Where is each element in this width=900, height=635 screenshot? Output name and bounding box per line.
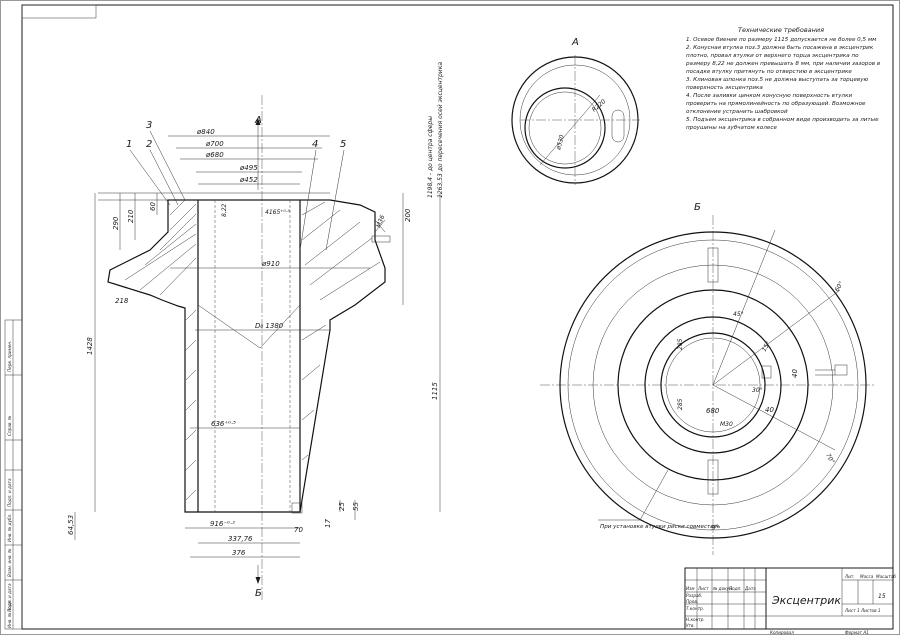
strip-label-3: Подп. и дата xyxy=(7,478,12,507)
tb-header-scale: Масштаб xyxy=(876,574,896,579)
section-label-top: А xyxy=(254,115,262,126)
view-b-285a: 285 xyxy=(677,338,684,350)
dim-d916: 916⁻⁰·² xyxy=(210,520,235,528)
dim-d910: ø910 xyxy=(261,260,280,268)
dim-v55: 55 xyxy=(352,502,360,511)
tb-sheet-number: 15 xyxy=(878,593,886,600)
dim-d337: 337,76 xyxy=(228,535,253,543)
tb-row-izm: Изм xyxy=(686,586,695,591)
strip-label-5: Взам. инв. № xyxy=(7,548,12,577)
dim-v4165: 4165⁺⁰·⁵ xyxy=(265,209,291,216)
view-b-285b: 285 xyxy=(677,398,684,410)
leader-4: 4 xyxy=(312,139,318,150)
dim-d700: ø700 xyxy=(205,140,224,148)
view-b-label: Б xyxy=(694,202,701,213)
dim-d376: 376 xyxy=(232,549,246,557)
view-b-30deg: 30° xyxy=(752,387,763,394)
tb-row-sign: Подп. xyxy=(729,586,742,591)
view-b-60deg: 60° xyxy=(834,280,845,293)
tb-row-list: Лист xyxy=(697,586,709,591)
leader-3: 3 xyxy=(146,120,152,131)
tb-row-date: Дата xyxy=(744,586,756,591)
dim-v6453: 64,53 xyxy=(67,515,75,535)
strip-label-7: Инв. № подл. xyxy=(7,599,12,628)
view-a: А ø530 R220 xyxy=(511,37,640,185)
dim-r1: 1198,4 - до центра сферы xyxy=(427,116,434,198)
section-view: 1 2 3 4 5 А Б ø840 ø700 ø680 ø495 xyxy=(67,62,444,600)
dim-v200: 200 xyxy=(404,208,412,222)
req-line-6: 3. Клиновая шпонка поз.5 не должна высту… xyxy=(686,77,869,83)
view-b-v40: 40 xyxy=(791,369,799,378)
dim-r2: 1263,53 до пересечения осей эксцентрика xyxy=(437,62,444,198)
req-line-5: посадке втулку притянуть по отверстию в … xyxy=(686,69,852,75)
view-a-label: А xyxy=(571,37,579,48)
tb-row-doc: № докум. xyxy=(712,586,734,591)
dim-d452: ø452 xyxy=(239,176,258,184)
dim-v1428: 1428 xyxy=(86,337,94,355)
strip-label-2: Справ. № xyxy=(7,415,12,436)
req-line-1: 1. Осевое биение по размеру 1115 допуска… xyxy=(686,37,877,43)
view-b-note: При установке втулки риски совместить xyxy=(600,524,720,530)
hatch-right xyxy=(301,201,381,461)
format-label: Формат А1 xyxy=(845,630,869,635)
dim-v210: 210 xyxy=(127,209,135,223)
req-line-12: проушины на зубчатом колесе xyxy=(686,125,777,131)
tb-title: Эксцентрик xyxy=(771,594,841,607)
req-line-8: 4. После заливки цинком конусную поверхн… xyxy=(686,93,853,99)
side-strip: Перв. примен. Справ. № Подп. и дата Инв.… xyxy=(4,319,23,630)
dim-m36: М36 xyxy=(375,214,386,229)
dim-v17: 17 xyxy=(324,519,332,528)
view-b: Б 680 М30 40 285 285 9° 30° 15° 45° 60° … xyxy=(540,202,875,555)
req-line-7: поверхность эксцентрика xyxy=(686,85,763,91)
dim-d1380: D₀ 1380 xyxy=(255,322,284,330)
view-b-70deg: 70° xyxy=(824,453,835,466)
copied-label: Копировал xyxy=(770,630,794,635)
view-b-45deg: 45° xyxy=(733,311,744,318)
technical-requirements: Технические требования 1. Осевое биение … xyxy=(685,26,880,131)
dim-v218: 218 xyxy=(115,297,129,305)
section-label-bottom: Б xyxy=(255,588,262,599)
tb-role-1: Разраб. xyxy=(686,593,702,598)
requirements-heading: Технические требования xyxy=(738,26,824,34)
dim-v60: 60 xyxy=(149,202,157,211)
tb-role-4: Н.контр. xyxy=(686,617,705,622)
req-line-11: 5. Подъем эксцентрика в собранном виде п… xyxy=(686,117,879,123)
strip-label-1: Перв. примен. xyxy=(7,341,12,372)
view-b-a40: 40 xyxy=(765,406,774,414)
dim-d495: ø495 xyxy=(239,164,258,172)
leader-5: 5 xyxy=(340,139,346,150)
hatch-left xyxy=(124,199,197,501)
tb-header-mass: Масса xyxy=(860,574,874,579)
dim-v822: 8,22 xyxy=(221,203,228,217)
dim-d636: 636⁺⁰·⁵ xyxy=(211,420,236,428)
tb-header-lit: Лит. xyxy=(844,574,855,579)
dim-v1115: 1115 xyxy=(431,382,439,400)
view-a-d530: ø530 xyxy=(555,134,566,152)
dim-d840: ø840 xyxy=(196,128,215,136)
dim-v290: 290 xyxy=(112,216,120,230)
view-b-15deg: 15° xyxy=(761,340,772,353)
strip-label-6: Подп. и дата xyxy=(7,583,12,612)
view-b-9deg: 9° xyxy=(711,524,719,532)
tb-role-2: Пров. xyxy=(686,599,698,604)
leader-1: 1 xyxy=(126,139,132,150)
req-line-2: 2. Конусная втулка поз.3 должна быть пос… xyxy=(686,45,874,51)
req-line-3: плотно, провал втулки от верхнего торца … xyxy=(686,53,859,59)
tb-role-3: Т.контр. xyxy=(686,606,704,611)
leader-2: 2 xyxy=(146,139,152,150)
view-b-d680: 680 xyxy=(706,407,720,415)
tb-role-5: Утв. xyxy=(686,623,695,628)
req-line-10: отклонение устранить шабровкой xyxy=(686,109,788,115)
tb-sheet-info: Лист 1 Листов 1 xyxy=(844,608,881,613)
dim-v70: 70 xyxy=(294,526,303,534)
view-b-m30: М30 xyxy=(720,421,733,428)
strip-label-4: Инв. № дубл. xyxy=(7,513,12,542)
dim-v25: 25 xyxy=(338,502,346,511)
req-line-4: размеру 8,22 не должен превышать 8 мм, п… xyxy=(685,61,880,67)
req-line-9: проверить на прямолинейность по образующ… xyxy=(686,101,866,107)
title-block: Лит. Масса Масштаб 15 Лист 1 Листов 1 Эк… xyxy=(684,567,896,630)
dim-d680: ø680 xyxy=(205,151,224,159)
